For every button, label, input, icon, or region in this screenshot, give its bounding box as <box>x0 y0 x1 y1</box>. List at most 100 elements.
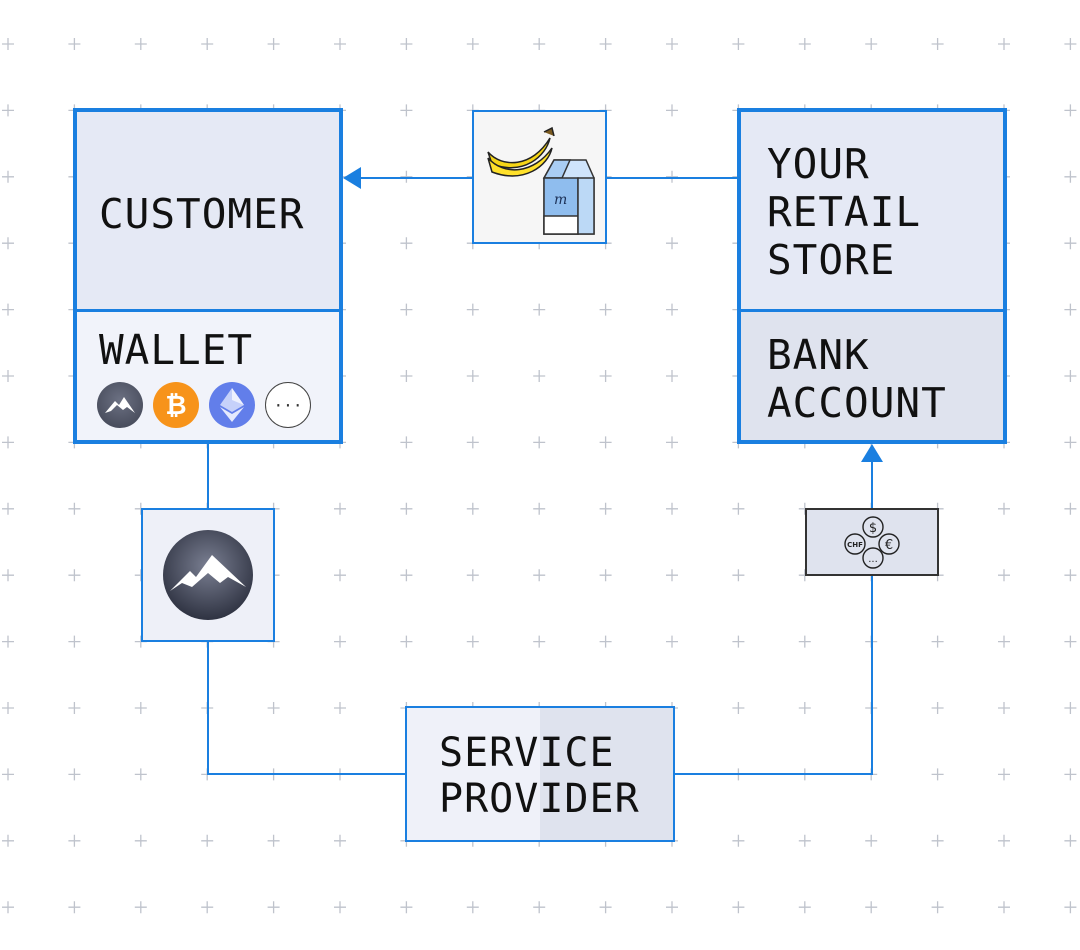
grid-plus-mark <box>931 38 944 50</box>
grid-plus-mark <box>732 901 745 914</box>
grid-plus-mark <box>1064 436 1077 449</box>
grid-plus-mark <box>466 569 479 582</box>
service-provider-title: SERVICE PROVIDER <box>439 730 640 822</box>
bitcoin-glyph: ₿ <box>165 390 187 421</box>
grid-plus-mark <box>400 303 413 316</box>
banana-icon <box>487 126 555 177</box>
grid-plus-mark <box>400 38 413 50</box>
grid-plus-mark <box>798 38 811 50</box>
grid-plus-mark <box>2 834 14 847</box>
grid-plus-mark <box>134 834 147 847</box>
grid-plus-mark <box>466 436 479 449</box>
grid-plus-mark <box>68 702 81 714</box>
grid-plus-mark <box>68 768 81 781</box>
grid-plus-mark <box>998 502 1010 515</box>
grid-plus-mark <box>931 901 944 914</box>
grid-plus-mark <box>334 834 346 847</box>
grid-plus-mark <box>400 635 413 648</box>
grid-plus-mark <box>732 834 745 847</box>
grid-plus-mark <box>400 569 413 582</box>
grid-plus-mark <box>798 635 811 648</box>
grid-plus-mark <box>666 303 678 316</box>
grid-plus-mark <box>466 502 479 515</box>
goods-node: m <box>472 110 607 244</box>
grid-plus-mark <box>732 502 745 515</box>
provider-to-fx-line <box>675 576 873 775</box>
grid-plus-mark <box>134 768 147 781</box>
grid-plus-mark <box>201 834 214 847</box>
grid-plus-mark <box>732 569 745 582</box>
grid-plus-mark <box>666 237 678 250</box>
retail-store-node: YOUR RETAIL STORE BANK ACCOUNT <box>737 108 1007 444</box>
grid-plus-mark <box>1064 170 1077 183</box>
grid-plus-mark <box>666 38 678 50</box>
grid-plus-mark <box>466 901 479 914</box>
grid-plus-mark <box>2 104 14 117</box>
grid-plus-mark <box>2 502 14 515</box>
currency-exchange-node: $ CHF € ... <box>805 508 939 576</box>
euro-glyph: € <box>885 538 893 553</box>
grid-plus-mark <box>2 237 14 250</box>
grid-plus-mark <box>2 303 14 316</box>
grid-plus-mark <box>68 834 81 847</box>
grid-plus-mark <box>334 502 346 515</box>
grid-plus-mark <box>1064 569 1077 582</box>
grid-plus-mark <box>400 370 413 382</box>
grid-plus-mark <box>400 502 413 515</box>
grid-plus-mark <box>533 370 546 382</box>
grid-plus-mark <box>134 38 147 50</box>
grid-plus-mark <box>666 901 678 914</box>
grid-plus-mark <box>732 635 745 648</box>
customer-node: CUSTOMER WALLET ₿ ··· <box>73 108 343 444</box>
grid-plus-mark <box>998 702 1010 714</box>
grid-plus-mark <box>998 569 1010 582</box>
grid-plus-mark <box>334 901 346 914</box>
grid-plus-mark <box>68 569 81 582</box>
grid-plus-mark <box>400 104 413 117</box>
grid-plus-mark <box>2 38 14 50</box>
grid-plus-mark <box>931 702 944 714</box>
grid-plus-mark <box>334 38 346 50</box>
more-icon: ··· <box>265 382 311 428</box>
grid-plus-mark <box>334 569 346 582</box>
grid-plus-mark <box>998 834 1010 847</box>
grid-plus-mark <box>931 635 944 648</box>
grid-plus-mark <box>201 38 214 50</box>
grid-plus-mark <box>466 635 479 648</box>
grid-plus-mark <box>2 901 14 914</box>
grid-plus-mark <box>68 901 81 914</box>
customer-header <box>77 112 339 312</box>
grid-plus-mark <box>533 38 546 50</box>
wallet-label: WALLET <box>99 326 254 374</box>
grid-plus-mark <box>1064 303 1077 316</box>
grid-plus-mark <box>666 436 678 449</box>
grid-plus-mark <box>1064 901 1077 914</box>
ethereum-icon <box>209 382 255 428</box>
grid-plus-mark <box>666 170 678 183</box>
grid-plus-mark <box>1064 834 1077 847</box>
grid-plus-mark <box>400 901 413 914</box>
bank-arrowhead <box>861 444 883 462</box>
bank-account-label: BANK ACCOUNT <box>767 331 947 427</box>
grid-plus-mark <box>998 901 1010 914</box>
grid-plus-mark <box>666 635 678 648</box>
grid-plus-mark <box>599 303 612 316</box>
grid-plus-mark <box>865 834 878 847</box>
grid-plus-mark <box>334 635 346 648</box>
grid-plus-mark <box>2 436 14 449</box>
grid-plus-mark <box>267 38 280 50</box>
grid-plus-mark <box>2 702 14 714</box>
grid-plus-mark <box>599 635 612 648</box>
grid-plus-mark <box>1064 635 1077 648</box>
grid-plus-mark <box>2 170 14 183</box>
svg-text:m: m <box>554 192 567 208</box>
currency-exchange-icon: $ CHF € ... <box>844 516 900 569</box>
grid-plus-mark <box>201 901 214 914</box>
grid-plus-mark <box>1064 38 1077 50</box>
grid-plus-mark <box>599 502 612 515</box>
grid-plus-mark <box>1064 104 1077 117</box>
grid-plus-mark <box>666 569 678 582</box>
grid-plus-mark <box>998 38 1010 50</box>
grid-plus-mark <box>798 901 811 914</box>
